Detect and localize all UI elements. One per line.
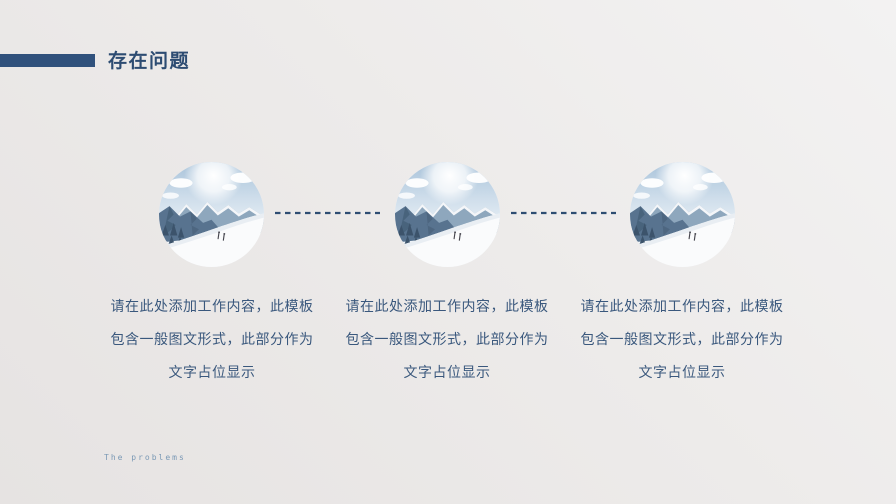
placeholder-text-block-2: 请在此处添加工作内容，此模板 包含一般图文形式，此部分作为 文字占位显示 xyxy=(335,290,559,389)
footer-label: The problems xyxy=(104,453,186,462)
text-line: 请在此处添加工作内容，此模板 xyxy=(580,298,784,314)
placeholder-text-block-3: 请在此处添加工作内容，此模板 包含一般图文形式，此部分作为 文字占位显示 xyxy=(570,290,794,389)
text-line: 文字占位显示 xyxy=(403,364,491,380)
snow-mountain-skiers-image xyxy=(159,162,264,267)
text-line: 文字占位显示 xyxy=(168,364,256,380)
title-accent-bar xyxy=(0,54,95,67)
dashed-connector-2 xyxy=(511,211,616,215)
page-title: 存在问题 xyxy=(108,51,191,72)
text-line: 包含一般图文形式，此部分作为 xyxy=(110,331,314,347)
text-line: 请在此处添加工作内容，此模板 xyxy=(345,298,549,314)
snow-mountain-photo-3 xyxy=(630,162,735,267)
dashed-connector-1 xyxy=(275,211,380,215)
text-line: 包含一般图文形式，此部分作为 xyxy=(345,331,549,347)
text-line: 文字占位显示 xyxy=(638,364,726,380)
snow-mountain-photo-1 xyxy=(159,162,264,267)
snow-mountain-photo-2 xyxy=(395,162,500,267)
text-line: 请在此处添加工作内容，此模板 xyxy=(110,298,314,314)
snow-mountain-skiers-image xyxy=(630,162,735,267)
text-line: 包含一般图文形式，此部分作为 xyxy=(580,331,784,347)
snow-mountain-skiers-image xyxy=(395,162,500,267)
placeholder-text-block-1: 请在此处添加工作内容，此模板 包含一般图文形式，此部分作为 文字占位显示 xyxy=(100,290,324,389)
